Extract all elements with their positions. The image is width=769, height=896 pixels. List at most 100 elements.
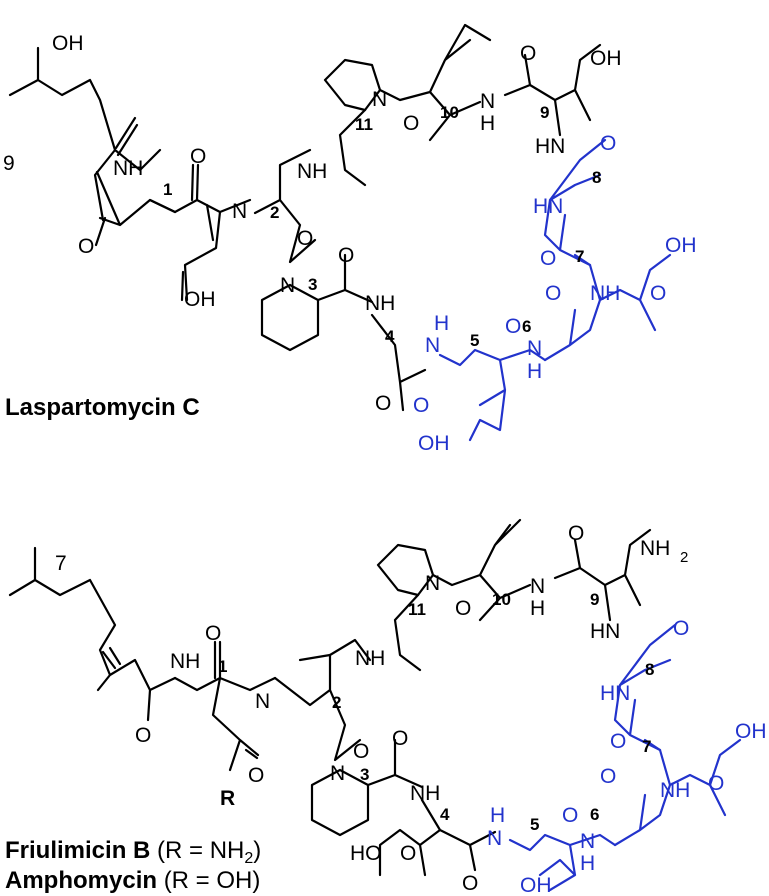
- residue-number: 4: [440, 805, 450, 824]
- residue-number: 10: [440, 103, 459, 122]
- nh-label: NH: [113, 157, 143, 180]
- o-label: O: [462, 872, 478, 895]
- n-label: N: [280, 274, 295, 297]
- h-label: H: [480, 112, 495, 135]
- residue-number: 8: [645, 660, 654, 679]
- residue-number: 1: [218, 657, 227, 676]
- chain-count-label: 7: [55, 552, 67, 575]
- o-label: O: [78, 235, 94, 258]
- o-label: O: [600, 132, 616, 155]
- o-label: O: [297, 227, 313, 250]
- n-label: N: [425, 334, 440, 357]
- residue-number: 11: [355, 115, 373, 134]
- residue-number: 9: [590, 590, 599, 609]
- residue4-bonds: [370, 313, 427, 412]
- oh-label: OH: [665, 234, 697, 257]
- nh-label: N: [480, 90, 495, 113]
- o-label: O: [545, 282, 561, 305]
- nh2-label: NH: [640, 537, 670, 560]
- o-label: O: [455, 597, 471, 620]
- amphomycin-caption: Amphomycin (R = OH): [5, 867, 260, 894]
- hn-label: HN: [535, 135, 565, 158]
- residue-number: 6: [590, 805, 599, 824]
- o-label: O: [190, 145, 206, 168]
- n-label: N: [487, 827, 502, 850]
- o-label: O: [375, 392, 391, 415]
- o-label: O: [650, 282, 666, 305]
- o-label: O: [403, 112, 419, 135]
- o-label: O: [673, 617, 689, 640]
- subscript: 2: [680, 549, 688, 566]
- residue-number: 5: [470, 331, 479, 350]
- friulimicin-caption: Friulimicin B (R = NH2): [5, 837, 261, 867]
- pipecolic3-ring: [260, 253, 374, 352]
- residue-number: 5: [530, 815, 539, 834]
- n-label: N: [580, 830, 595, 853]
- acidic-residues-5-8: [438, 138, 672, 442]
- oh-label: OH: [184, 288, 216, 311]
- residue-number: 9: [540, 103, 549, 122]
- proline11-ring: [323, 23, 492, 142]
- o-label: O: [708, 772, 724, 795]
- compound-name: Laspartomycin C: [5, 394, 200, 421]
- acidic-residues-5-8: [508, 623, 742, 892]
- residue-number: 8: [592, 168, 601, 187]
- o-label: O: [205, 622, 221, 645]
- nh-label: NH: [365, 292, 395, 315]
- residue-number: 1: [163, 180, 172, 199]
- n-label: N: [372, 88, 387, 111]
- residue-number: 7: [642, 737, 651, 756]
- hn-label: HN: [600, 682, 630, 705]
- residue-number: 3: [360, 765, 369, 784]
- h-label: H: [434, 312, 449, 335]
- h-label: H: [580, 852, 595, 875]
- n-label: N: [425, 572, 440, 595]
- nh-label: N: [232, 200, 247, 223]
- nh-label: N: [255, 690, 270, 713]
- residue-number: 11: [408, 600, 426, 619]
- o-label: O: [353, 740, 369, 763]
- o-label: O: [248, 764, 264, 787]
- oh-label: OH: [52, 32, 84, 55]
- r-label: R: [220, 787, 235, 810]
- o-label: O: [520, 42, 536, 65]
- residue1-bonds: [148, 163, 252, 302]
- o-label: O: [392, 727, 408, 750]
- o-label: O: [600, 765, 616, 788]
- residue-number: 7: [575, 247, 584, 266]
- residue-number: 10: [492, 590, 511, 609]
- residue-number: 4: [385, 327, 395, 346]
- nh-label: NH: [355, 647, 385, 670]
- chain-count-label: 9: [3, 152, 15, 175]
- nh-label: N: [530, 575, 545, 598]
- oh-label: OH: [520, 874, 552, 896]
- o-label: O: [610, 730, 626, 753]
- friulimicin-structure: 7 NH O O N O R NH O N N O NH O N H O NH …: [5, 518, 767, 896]
- h-label: H: [490, 804, 505, 827]
- laspartomycin-structure: OH 9 NH O O N NH OH O N N O NH O N H O O…: [3, 23, 697, 455]
- o-label: O: [505, 315, 521, 338]
- o-label: O: [400, 842, 416, 865]
- residue2-bonds: [253, 148, 317, 264]
- residue-number: 2: [270, 203, 279, 222]
- o-label: O: [562, 804, 578, 827]
- o-label: O: [413, 394, 429, 417]
- nh-label: NH: [170, 650, 200, 673]
- residue-number: 6: [522, 317, 531, 336]
- oh-label: OH: [590, 47, 622, 70]
- o-label: O: [540, 247, 556, 270]
- o-label: O: [568, 522, 584, 545]
- nh-label: NH: [660, 779, 690, 802]
- h-label: H: [527, 360, 542, 383]
- residue9-bonds: [503, 43, 602, 137]
- n-label: N: [527, 337, 542, 360]
- o-label: O: [135, 724, 151, 747]
- hn-label: HN: [590, 620, 620, 643]
- residue-number: 3: [308, 275, 317, 294]
- oh-label: OH: [418, 432, 450, 455]
- oh-label: OH: [735, 720, 767, 743]
- o-label: O: [338, 244, 354, 267]
- ho-label: HO: [350, 842, 382, 865]
